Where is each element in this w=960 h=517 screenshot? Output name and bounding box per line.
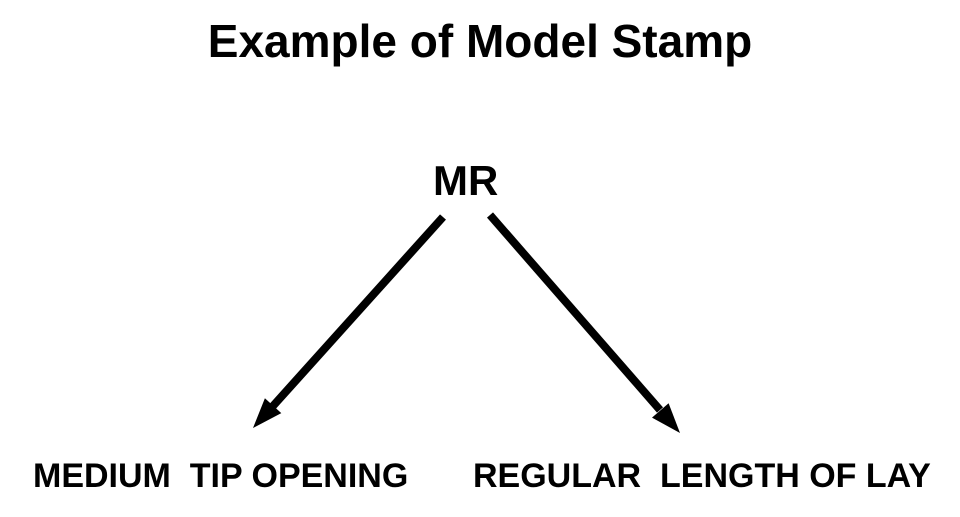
branch-label-left: MEDIUM TIP OPENING: [33, 457, 409, 495]
arrow-right-head: [652, 403, 680, 433]
root-node-label: MR: [433, 157, 499, 204]
arrow-left-icon: [253, 214, 446, 428]
arrow-left-head: [253, 398, 282, 428]
branch-label-right: REGULAR LENGTH OF LAY: [473, 457, 931, 495]
arrow-right-icon: [486, 212, 680, 433]
diagram-title: Example of Model Stamp: [207, 15, 753, 67]
arrow-right-shaft: [486, 212, 664, 413]
arrow-left-shaft: [270, 214, 446, 409]
